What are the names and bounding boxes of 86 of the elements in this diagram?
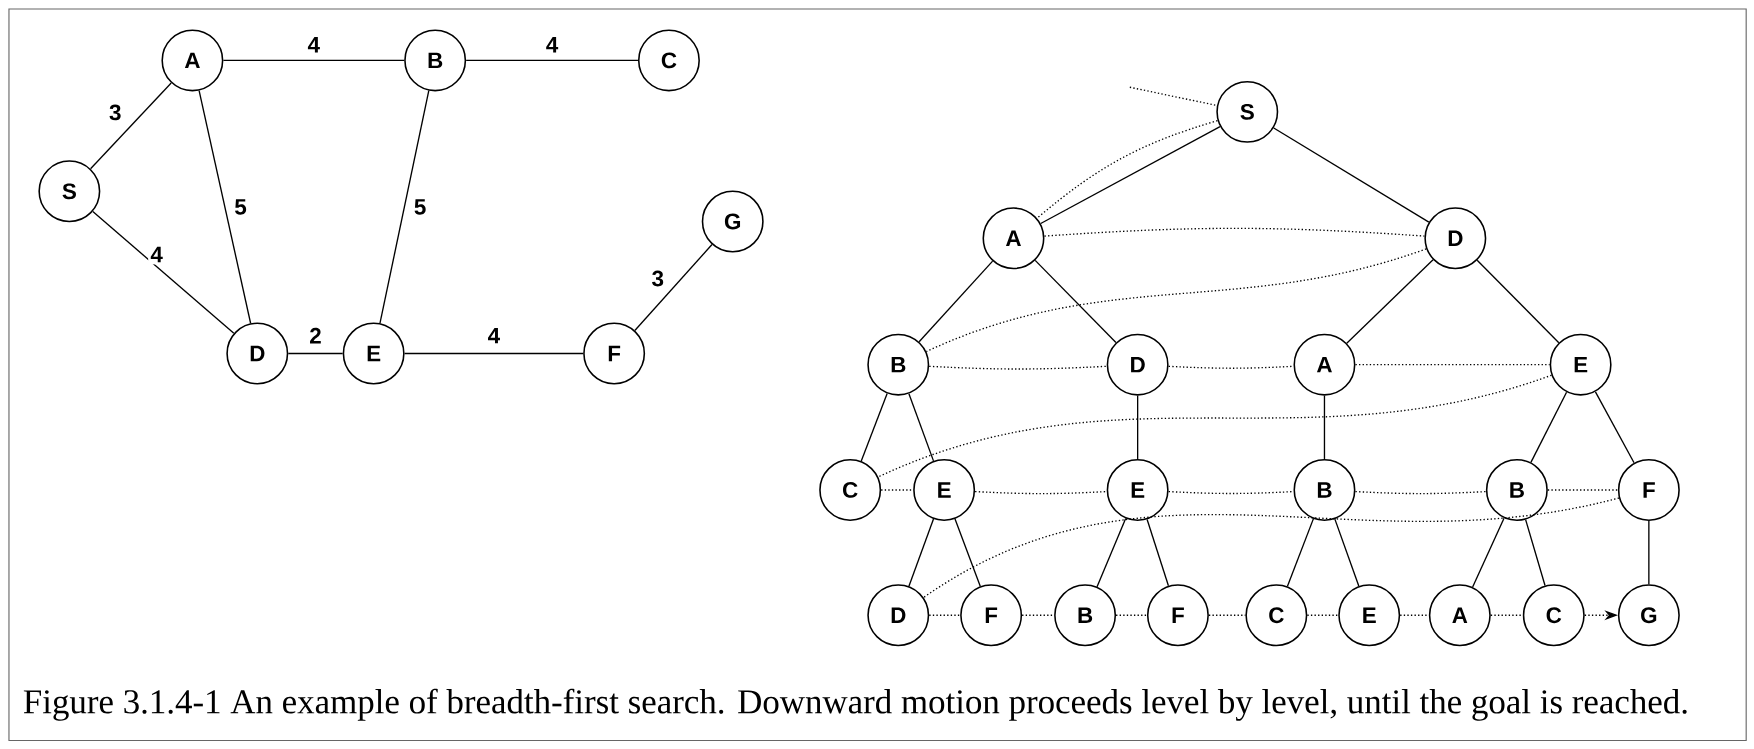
circle-node: E bbox=[1338, 584, 1401, 646]
search-path bbox=[928, 365, 1108, 370]
edge-line bbox=[908, 518, 935, 587]
circle-node: D bbox=[867, 584, 930, 646]
edge-line bbox=[1648, 520, 1650, 585]
edge-label: 5 bbox=[232, 196, 249, 217]
edge-line bbox=[954, 518, 981, 587]
search-path bbox=[1021, 614, 1055, 616]
search-path bbox=[1354, 490, 1487, 494]
edge-line bbox=[222, 59, 405, 61]
circle-node: C bbox=[1522, 584, 1585, 646]
edge-line bbox=[403, 352, 584, 354]
circle-node: A bbox=[161, 29, 224, 92]
circle-node: A bbox=[1293, 333, 1356, 396]
search-path bbox=[974, 490, 1108, 495]
search-path bbox=[877, 374, 1553, 478]
search-path bbox=[1547, 489, 1619, 491]
edge-line bbox=[465, 59, 639, 61]
caption: Figure 3.1.4-1 An example of breadth-first search. Downward motion proceeds level by level, until the goal is reached. bbox=[23, 688, 1687, 721]
edge-label: 3 bbox=[649, 268, 667, 289]
circle-node: D bbox=[1424, 207, 1487, 270]
edge-line bbox=[287, 352, 344, 354]
edge-line bbox=[860, 392, 888, 462]
circle-node: G bbox=[1617, 584, 1680, 646]
edge-line bbox=[908, 392, 935, 462]
search-path bbox=[1306, 614, 1339, 616]
edge-line bbox=[92, 210, 235, 334]
edge-line bbox=[1530, 391, 1568, 463]
search-path bbox=[1129, 86, 1218, 106]
edge-line bbox=[379, 89, 430, 324]
edge-line bbox=[1594, 390, 1635, 464]
circle-node: F bbox=[1146, 584, 1209, 646]
circle-node: F bbox=[960, 584, 1023, 646]
search-path bbox=[1399, 614, 1430, 616]
edge-line bbox=[918, 260, 994, 343]
search-path bbox=[1115, 614, 1148, 616]
circle-node: C bbox=[637, 29, 700, 92]
circle-node: E bbox=[342, 322, 405, 385]
circle-node: S bbox=[1216, 80, 1279, 143]
edge-line bbox=[1476, 259, 1560, 344]
edge-line bbox=[198, 89, 252, 324]
edge-line bbox=[1273, 127, 1430, 223]
edge-line bbox=[1323, 394, 1326, 460]
circle-node: S bbox=[38, 160, 101, 223]
circle-node: B bbox=[1054, 584, 1117, 646]
edge-line bbox=[1146, 518, 1170, 587]
edge-label: 3 bbox=[106, 102, 124, 123]
edge-line bbox=[1334, 518, 1360, 587]
search-path bbox=[1354, 363, 1551, 366]
circle-node: F bbox=[583, 322, 646, 385]
edge-line bbox=[1034, 259, 1117, 343]
circle-node: D bbox=[1106, 333, 1169, 396]
circle-node: B bbox=[1293, 458, 1356, 521]
edge-line bbox=[1472, 517, 1505, 588]
search-path bbox=[923, 497, 1620, 598]
edge-label: 5 bbox=[411, 196, 429, 217]
circle-node: F bbox=[1617, 458, 1680, 521]
circle-node: B bbox=[867, 333, 930, 396]
edge-line bbox=[89, 82, 172, 170]
search-path bbox=[1043, 227, 1426, 237]
circle-node: C bbox=[819, 458, 882, 521]
search-path bbox=[880, 489, 914, 491]
circle-node: A bbox=[982, 207, 1045, 270]
edge-label: 4 bbox=[485, 325, 503, 346]
search-path bbox=[1490, 614, 1524, 616]
circle-node: A bbox=[1428, 584, 1491, 646]
circle-node: B bbox=[1485, 458, 1548, 521]
circle-node: C bbox=[1245, 584, 1308, 646]
circle-node: B bbox=[404, 29, 467, 92]
edge-line bbox=[634, 243, 713, 331]
circle-node: D bbox=[226, 322, 289, 385]
circle-node: E bbox=[1549, 333, 1612, 396]
edge-label: 4 bbox=[148, 244, 166, 265]
circle-node: E bbox=[1106, 458, 1169, 521]
edge-label: 4 bbox=[305, 34, 323, 55]
search-path bbox=[928, 614, 961, 616]
edge-line bbox=[1524, 518, 1546, 586]
edge-line bbox=[1346, 258, 1434, 344]
edge-label: 2 bbox=[307, 325, 324, 346]
circle-node: E bbox=[913, 458, 976, 521]
edge-line bbox=[1096, 517, 1127, 588]
search-path bbox=[925, 247, 1427, 352]
edge-line bbox=[1137, 394, 1139, 460]
circle-node: G bbox=[701, 190, 764, 253]
edge-label: 4 bbox=[543, 34, 561, 55]
edge-line bbox=[1286, 518, 1315, 587]
